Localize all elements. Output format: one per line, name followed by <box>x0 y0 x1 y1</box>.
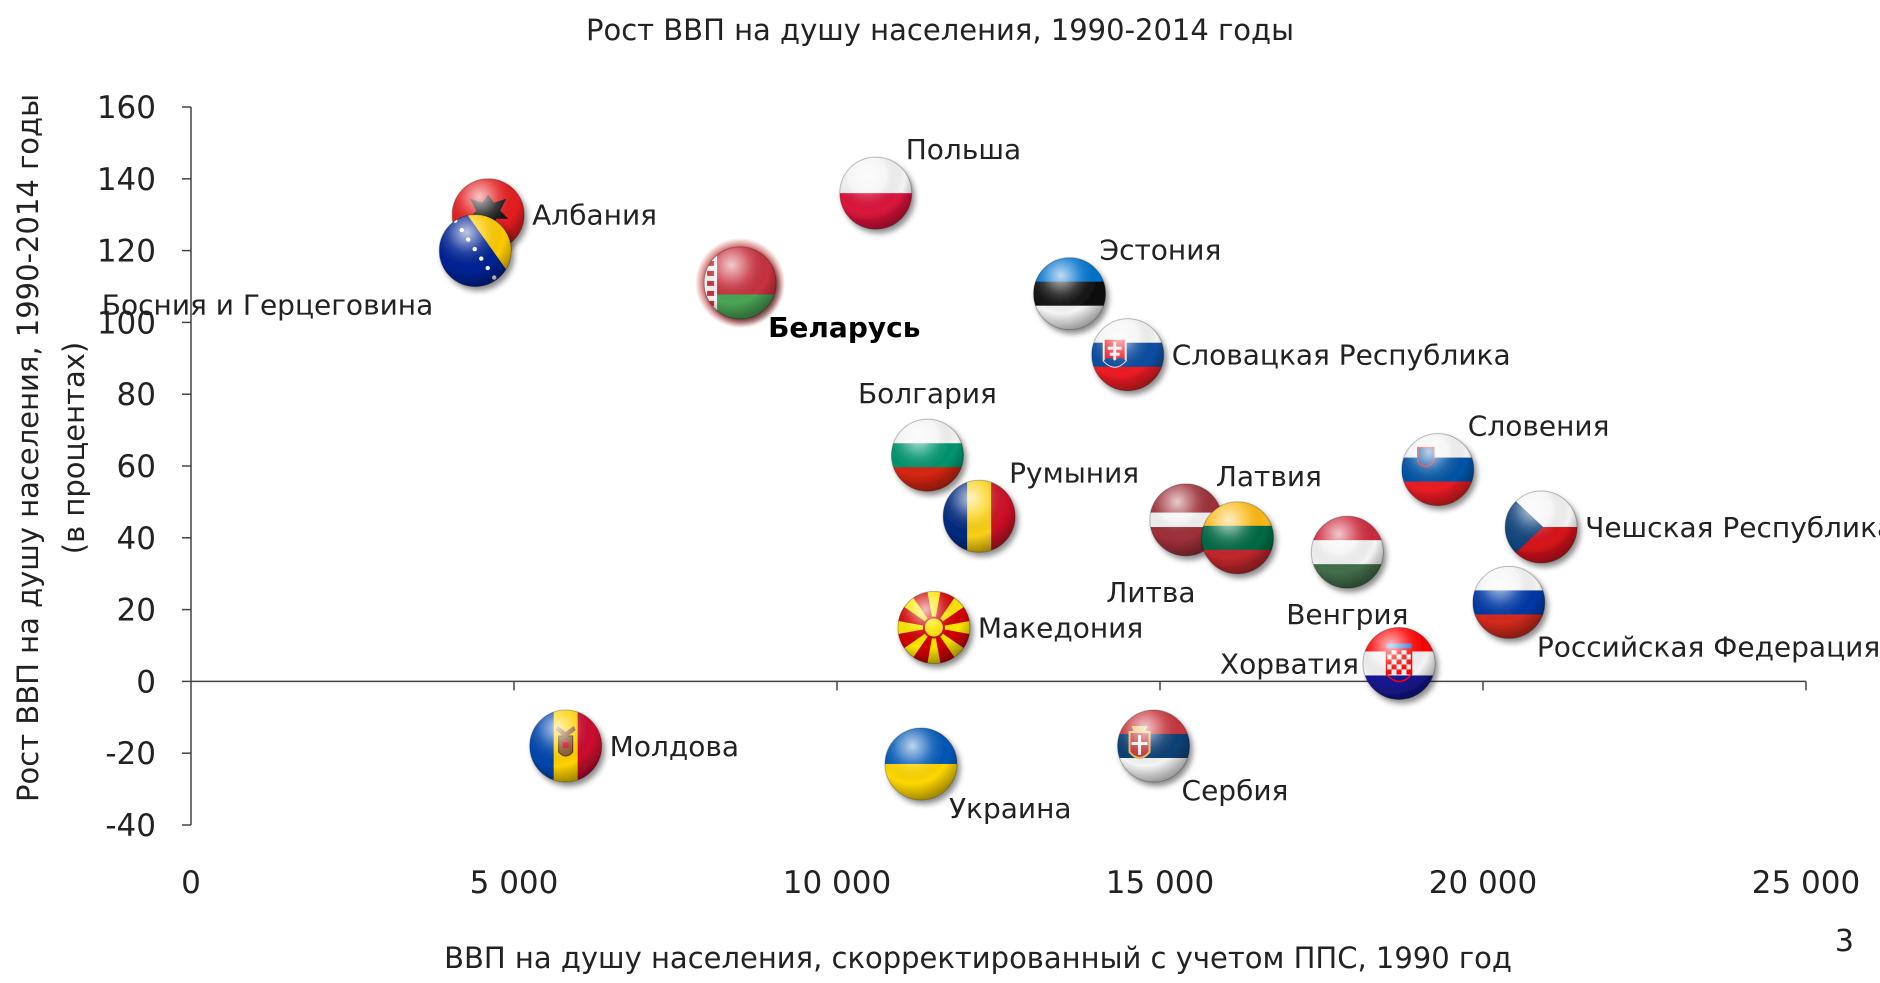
y-tick-label: 0 <box>136 664 156 700</box>
point-label: Хорватия <box>1220 647 1359 680</box>
y-tick-label: -40 <box>105 808 156 844</box>
point-label: Литва <box>1106 576 1195 609</box>
y-tick-label: 40 <box>117 521 156 557</box>
title-layer: Рост ВВП на душу населения, 1990-2014 го… <box>586 13 1294 47</box>
point-label: Чешская Республика <box>1585 511 1880 544</box>
x-tick-label: 10 000 <box>783 865 891 901</box>
x-tick-label: 0 <box>181 865 201 901</box>
flag-marker-bosnia <box>438 214 512 288</box>
point-label: Российская Федерация <box>1537 630 1880 663</box>
y-tick-label: -20 <box>105 736 156 772</box>
flag-marker-slovakia <box>1091 318 1165 392</box>
point-label: Беларусь <box>768 311 920 344</box>
axes-layer: -40 -20 0 20 40 60 80 100 120 140 160 0 5 000 10 000 1… <box>11 90 1860 975</box>
point-label: Латвия <box>1216 460 1322 493</box>
y-tick-label: 160 <box>97 90 156 126</box>
y-axis-label-unit: (в процентах) <box>57 342 91 554</box>
page-number: 3 <box>1834 924 1854 959</box>
flag-marker-moldova <box>529 709 603 783</box>
flag-marker-ukraine <box>884 727 958 801</box>
y-tick-label: 20 <box>117 593 156 629</box>
point-label: Венгрия <box>1286 598 1408 631</box>
y-tick-label: 120 <box>97 234 156 270</box>
y-axis-label: Рост ВВП на душу населения, 1990-2014 го… <box>11 94 45 802</box>
x-tick-label: 25 000 <box>1752 865 1860 901</box>
point-label: Болгария <box>858 377 997 410</box>
y-tick-label: 140 <box>97 162 156 198</box>
flag-marker-czech <box>1504 490 1578 564</box>
point-label: Польша <box>906 133 1021 166</box>
x-tick-label: 15 000 <box>1106 865 1214 901</box>
point-label: Молдова <box>610 730 739 763</box>
y-tick-label: 60 <box>117 449 156 485</box>
point-label: Македония <box>978 612 1143 645</box>
point-label: Румыния <box>1009 456 1139 489</box>
flag-marker-croatia <box>1362 626 1436 700</box>
y-tick-label: 80 <box>117 377 156 413</box>
flag-marker-lithuania <box>1201 501 1275 575</box>
flag-marker-hungary <box>1310 515 1384 589</box>
point-label: Словацкая Республика <box>1172 339 1511 372</box>
point-label: Албания <box>532 199 657 232</box>
flag-marker-macedonia <box>897 591 971 665</box>
flag-marker-belarus <box>703 246 777 320</box>
flag-marker-serbia <box>1117 709 1191 783</box>
flag-marker-romania <box>942 479 1016 553</box>
flag-marker-russia <box>1472 565 1546 639</box>
x-axis-label: ВВП на душу населения, скорректированный… <box>444 941 1512 975</box>
x-tick-label: 5 000 <box>470 865 559 901</box>
flag-marker-estonia <box>1033 257 1107 331</box>
flag-marker-bulgaria <box>890 418 964 492</box>
flag-marker-poland <box>839 156 913 230</box>
point-label: Украина <box>949 792 1072 825</box>
flag-marker-slovenia <box>1401 433 1475 507</box>
y-tick-label: 100 <box>97 305 156 341</box>
point-label: Словения <box>1468 410 1610 443</box>
chart-title: Рост ВВП на душу населения, 1990-2014 го… <box>586 13 1294 47</box>
x-tick-label: 20 000 <box>1429 865 1537 901</box>
point-label: Эстония <box>1100 234 1222 267</box>
point-label: Босния и Герцеговина <box>102 289 433 322</box>
point-label: Сербия <box>1182 774 1289 807</box>
